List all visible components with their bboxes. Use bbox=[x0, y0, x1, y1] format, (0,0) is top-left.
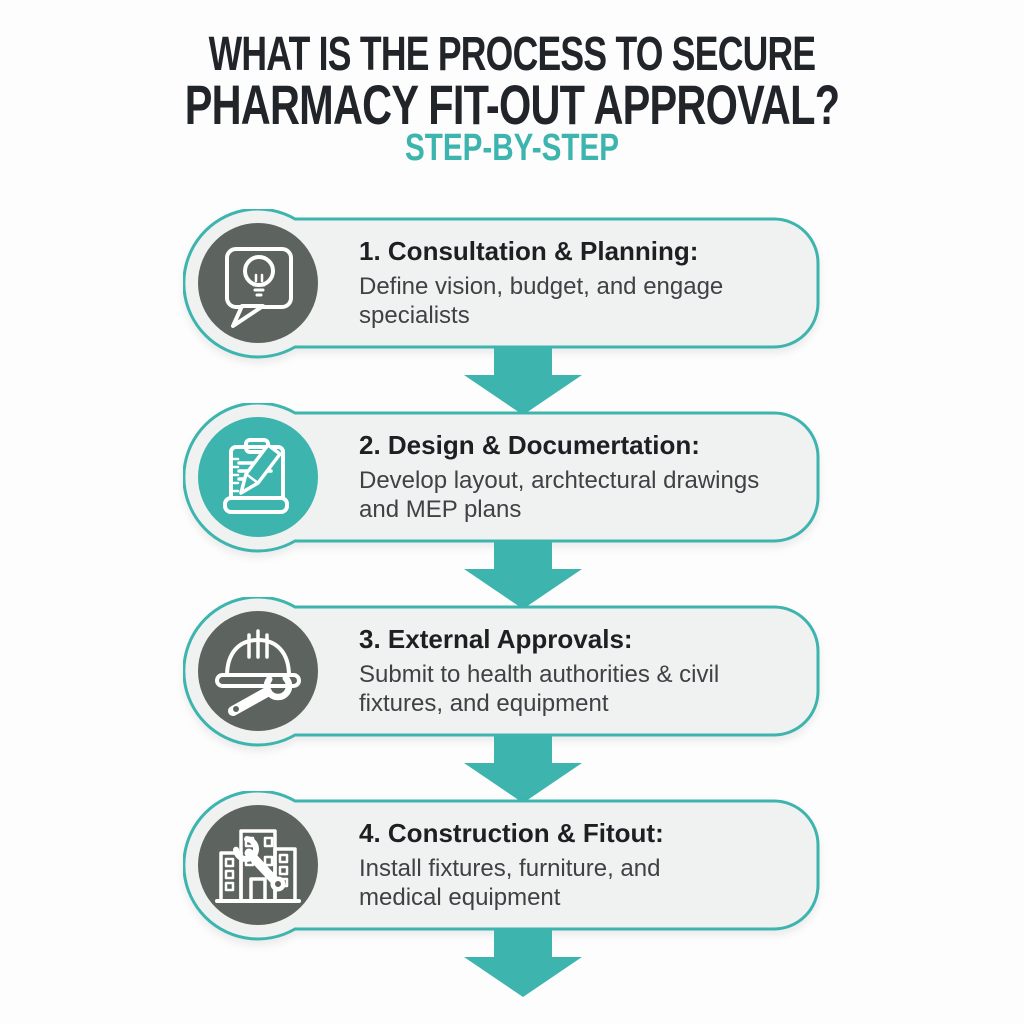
step-text-block: 2. Design & Documertation: Develop layou… bbox=[359, 430, 801, 524]
buildings-wrench-icon bbox=[215, 829, 301, 903]
arrow-head bbox=[464, 569, 582, 609]
step-card-shape bbox=[183, 209, 820, 359]
step-title: 1. Consultation & Planning: bbox=[359, 236, 699, 266]
arrow-stem bbox=[494, 736, 552, 763]
step-text-block: 3. External Approvals: Submit to health … bbox=[359, 624, 801, 718]
arrow-head bbox=[464, 375, 582, 415]
card-outline bbox=[183, 791, 820, 941]
step-card-shape bbox=[183, 791, 820, 941]
step-description: Submit to health authorities & civil fix… bbox=[359, 661, 720, 717]
step-description: Develop layout, archtectural drawings an… bbox=[359, 467, 760, 523]
down-arrow-icon bbox=[464, 930, 582, 997]
step-title: 3. External Approvals: bbox=[359, 624, 633, 654]
step-title: 2. Design & Documertation: bbox=[359, 430, 700, 460]
card-outline bbox=[183, 597, 820, 747]
step-card-3: 3. External Approvals: Submit to health … bbox=[183, 597, 823, 747]
step-description: Define vision, budget, and engage specia… bbox=[359, 273, 724, 329]
down-arrow-icon bbox=[464, 348, 582, 415]
page-title-line-2: PHARMACY FIT-OUT APPROVAL? bbox=[184, 73, 840, 136]
page-title-line-1: WHAT IS THE PROCESS TO SECURE bbox=[208, 28, 817, 81]
step-card-1: 1. Consultation & Planning: Define visio… bbox=[183, 209, 823, 359]
arrow-stem bbox=[494, 930, 552, 957]
arrow-stem bbox=[494, 542, 552, 569]
step-card-shape bbox=[183, 597, 820, 747]
down-arrow-icon bbox=[464, 736, 582, 803]
card-outline bbox=[183, 209, 820, 359]
icon-circle bbox=[198, 611, 318, 731]
step-card-4: 4. Construction & Fitout: Install fixtur… bbox=[183, 791, 823, 941]
card-outline bbox=[183, 403, 820, 553]
step-text-block: 4. Construction & Fitout: Install fixtur… bbox=[359, 818, 801, 912]
arrow-stem bbox=[494, 348, 552, 375]
step-card-shape bbox=[183, 403, 820, 553]
speech-bubble-lightbulb-icon bbox=[225, 247, 293, 328]
step-title: 4. Construction & Fitout: bbox=[359, 818, 664, 848]
arrow-head bbox=[464, 957, 582, 997]
arrow-head bbox=[464, 763, 582, 803]
page-subtitle: STEP-BY-STEP bbox=[404, 127, 620, 169]
step-description: Install fixtures, furniture, and medical… bbox=[359, 855, 661, 911]
clipboard-pencil-icon bbox=[223, 438, 289, 514]
hardhat-wrench-icon bbox=[215, 629, 301, 716]
step-card-2: 2. Design & Documertation: Develop layou… bbox=[183, 403, 823, 553]
down-arrow-icon bbox=[464, 542, 582, 609]
step-text-block: 1. Consultation & Planning: Define visio… bbox=[359, 236, 801, 330]
